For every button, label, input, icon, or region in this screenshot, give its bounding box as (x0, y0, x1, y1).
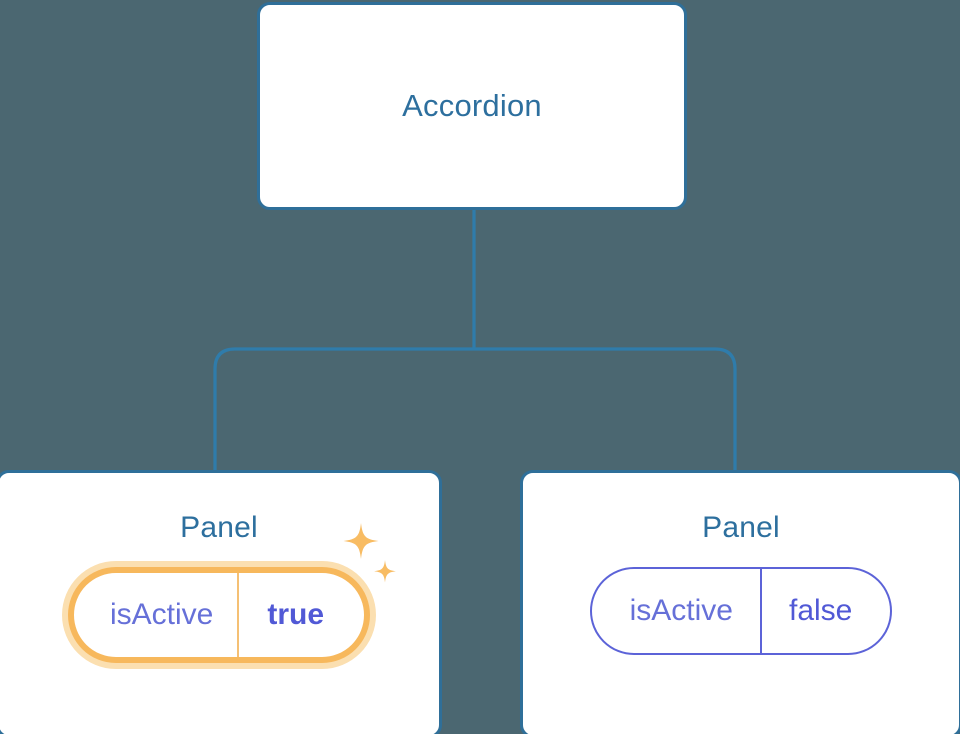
prop-pill-isactive[interactable]: isActive true (67, 567, 371, 663)
prop-key: isActive (109, 598, 214, 631)
prop-pill-wrapper: isActive false (589, 567, 893, 655)
node-title: Panel (180, 511, 258, 544)
node-panel-active[interactable]: Panel isActive true (0, 470, 442, 734)
prop-value: false (759, 569, 890, 653)
node-title: Panel (702, 511, 780, 544)
connector-branch-left (213, 347, 474, 472)
node-panel-inactive[interactable]: Panel isActive false (520, 470, 960, 734)
prop-pill-wrapper: isActive true (67, 523, 396, 663)
node-accordion[interactable]: Accordion (257, 2, 687, 210)
connector-branch-right (474, 347, 737, 472)
prop-pill-isactive[interactable]: isActive false (589, 567, 893, 655)
prop-value: true (237, 573, 364, 657)
node-title: Accordion (402, 88, 542, 123)
prop-key: isActive (629, 594, 733, 627)
